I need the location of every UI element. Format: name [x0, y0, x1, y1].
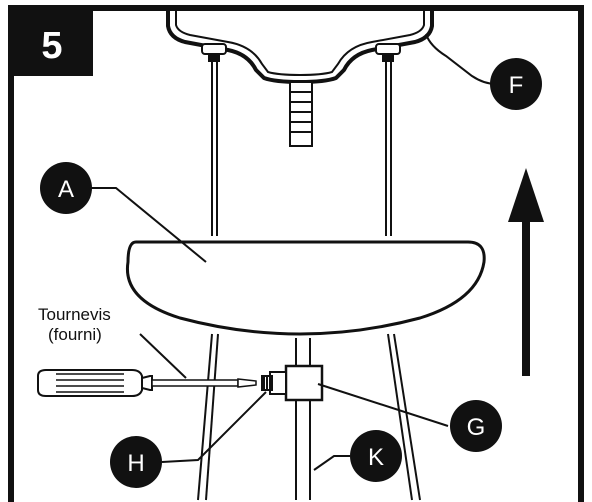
clamp-g [269, 364, 324, 402]
step-badge: 5 [11, 8, 93, 76]
callout-g-letter: G [467, 414, 486, 441]
callout-a-letter: A [58, 176, 74, 203]
arrow-up-icon [508, 168, 544, 376]
tray-a [125, 240, 486, 336]
callout-g: G [450, 400, 502, 452]
callout-f-letter: F [509, 72, 524, 99]
drain-pipe [289, 81, 313, 147]
support-rods [211, 62, 392, 236]
leader-lines [86, 33, 497, 471]
screwdriver-label-line2: (fourni) [48, 325, 102, 344]
callout-h-letter: H [127, 450, 144, 477]
callout-f: F [490, 58, 542, 110]
screw-h [261, 375, 273, 391]
screwdriver-icon [37, 369, 257, 397]
step-number: 5 [41, 25, 62, 67]
left-bracket [201, 43, 227, 62]
callout-k-letter: K [368, 444, 384, 471]
callout-k: K [350, 430, 402, 482]
callout-a: A [40, 162, 92, 214]
lower-legs [197, 333, 421, 501]
right-bracket [375, 43, 401, 62]
screwdriver-label-line1: Tournevis [38, 305, 111, 324]
callout-h: H [110, 436, 162, 488]
